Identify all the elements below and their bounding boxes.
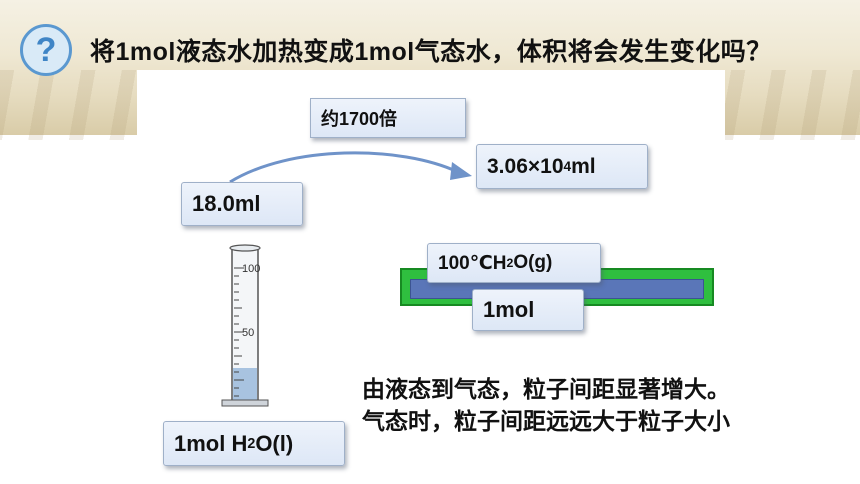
tick-label-50: 50 [242,327,254,339]
curved-arrow [229,151,472,184]
slide-title: 将1mol液态水加热变成1mol气态水，体积将会发生变化吗？ [90,38,772,66]
tick-label-100: 100 [242,263,260,275]
explanation-line-1: 由液态到气态，粒子间距显著增大。 [362,376,730,402]
gas-amount-box: 1mol [472,289,584,331]
ratio-label-box: 约1700倍 [310,98,466,138]
graduated-cylinder: 100 50 [221,244,269,407]
question-icon: ? [20,24,72,76]
explanation-line-2: 气态时，粒子间距远远大于粒子大小 [362,408,730,434]
liquid-volume-box: 18.0ml [181,182,303,226]
